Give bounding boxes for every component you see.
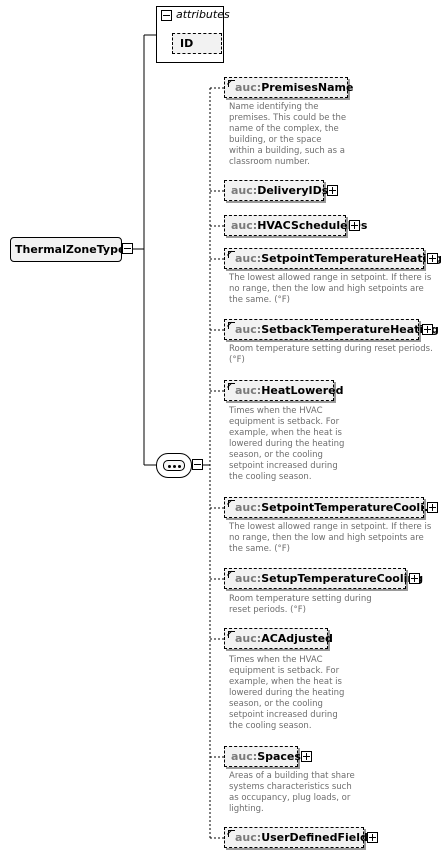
element-prefix: auc: [235, 323, 262, 336]
expand-button[interactable] [367, 832, 378, 843]
reference-arrow-icon [228, 383, 235, 390]
element-name: SetpointTemperatureHeating [261, 252, 441, 265]
collapse-root-button[interactable] [122, 243, 133, 254]
attribute-id[interactable]: ID [172, 33, 222, 54]
element-prefix: auc: [235, 831, 262, 844]
element-setpointtemperaturecooli[interactable]: auc:SetpointTemperatureCooli... [224, 497, 437, 518]
reference-arrow-icon [228, 80, 235, 87]
element-prefix: auc: [235, 252, 262, 265]
collapse-sequence-button[interactable] [192, 459, 203, 470]
reference-arrow-icon [228, 571, 235, 578]
reference-arrow-icon [228, 631, 235, 638]
element-name: SetbackTemperatureHeating [261, 323, 439, 336]
expand-button[interactable] [327, 185, 338, 196]
element-documentation: Name identifying the premises. This coul… [229, 102, 347, 167]
element-prefix: auc: [235, 501, 262, 514]
expand-button[interactable] [409, 573, 420, 584]
root-element[interactable]: ThermalZoneType [10, 237, 126, 262]
element-name: HeatLowered [261, 384, 344, 397]
element-prefix: auc: [235, 572, 262, 585]
element-name: UserDefinedFields [261, 831, 375, 844]
element-name: HVACScheduleIDs [257, 219, 368, 232]
element-setbacktemperatureheating[interactable]: auc:SetbackTemperatureHeating [224, 319, 439, 340]
element-prefix: auc: [231, 219, 258, 232]
expand-button[interactable] [427, 253, 438, 264]
element-name: DeliveryIDs [257, 184, 329, 197]
root-element-label: ThermalZoneType [15, 243, 126, 256]
element-name: SetpointTemperatureCooli... [261, 501, 437, 514]
element-documentation: Times when the HVAC equipment is setback… [229, 406, 345, 482]
element-documentation: Times when the HVAC equipment is setback… [229, 655, 345, 731]
element-documentation: The lowest allowed range in setpoint. If… [229, 522, 432, 554]
element-documentation: Room temperature setting during reset pe… [229, 594, 372, 615]
collapse-attributes-button[interactable] [161, 10, 172, 21]
element-heatlowered[interactable]: auc:HeatLowered [224, 380, 343, 401]
attributes-title: attributes [176, 8, 230, 21]
element-prefix: auc: [235, 632, 262, 645]
element-name: ACAdjusted [261, 632, 333, 645]
expand-button[interactable] [422, 324, 433, 335]
sequence-icon [163, 460, 185, 471]
expand-button[interactable] [427, 502, 438, 513]
expand-button[interactable] [349, 220, 360, 231]
expand-button[interactable] [301, 751, 312, 762]
reference-arrow-icon [228, 830, 235, 837]
element-name: PremisesName [261, 81, 354, 94]
element-spaces[interactable]: auc:Spaces [224, 746, 301, 767]
element-userdefinedfields[interactable]: auc:UserDefinedFields [224, 827, 374, 848]
element-prefix: auc: [235, 384, 262, 397]
element-documentation: The lowest allowed range in setpoint. If… [229, 273, 432, 305]
element-prefix: auc: [231, 750, 258, 763]
element-setpointtemperatureheating[interactable]: auc:SetpointTemperatureHeating [224, 248, 441, 269]
element-documentation: Room temperature setting during reset pe… [229, 344, 433, 365]
element-prefix: auc: [235, 81, 262, 94]
element-deliveryids[interactable]: auc:DeliveryIDs [224, 180, 328, 201]
sequence-compositor[interactable] [156, 453, 192, 478]
reference-arrow-icon [228, 251, 235, 258]
element-acadjusted[interactable]: auc:ACAdjusted [224, 628, 333, 649]
reference-arrow-icon [228, 322, 235, 329]
element-prefix: auc: [231, 184, 258, 197]
element-name: Spaces [257, 750, 301, 763]
element-hvacscheduleids[interactable]: auc:HVACScheduleIDs [224, 215, 367, 236]
element-name: SetupTemperatureCooling [261, 572, 424, 585]
element-documentation: Areas of a building that share systems c… [229, 771, 355, 814]
element-setuptemperaturecooling[interactable]: auc:SetupTemperatureCooling [224, 568, 423, 589]
element-premisesname[interactable]: auc:PremisesName [224, 77, 353, 98]
reference-arrow-icon [228, 500, 235, 507]
